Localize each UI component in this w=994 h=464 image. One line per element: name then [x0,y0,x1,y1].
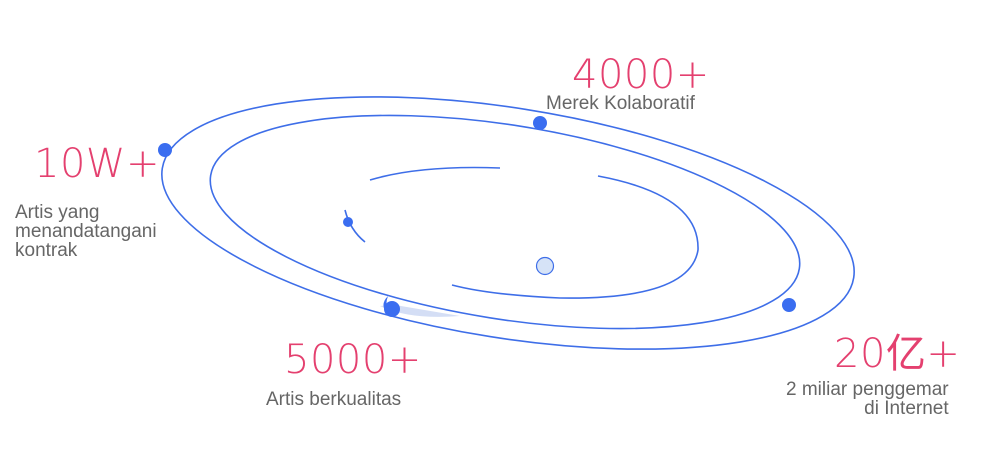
inner-orbit-arc-right [451,175,699,299]
stat-fans-value: 20亿+ [834,331,961,377]
planet-shadow [380,305,460,317]
node-fans [782,298,796,312]
node-artists-signed [158,143,172,157]
outer-orbit [161,96,855,350]
description-line: menandatangani [15,221,157,242]
inner-orbit-arc-left [344,209,366,243]
description-line: 2 miliar penggemar [786,379,949,400]
node-inner [343,217,353,227]
description-line: Artis yang [15,202,100,223]
stat-brands-description: Merek Kolaboratif [546,94,695,113]
description-line: di Internet [864,398,949,419]
center-node [535,256,555,276]
middle-orbit [209,114,801,330]
inner-orbit-arc-top-left [369,166,501,181]
stat-fans-description: 2 miliar penggemar di Internet [786,380,949,418]
description-line: kontrak [15,240,78,261]
description-line: Merek Kolaboratif [546,93,695,114]
stat-quality-artists-description: Artis berkualitas [266,390,401,409]
stat-brands-value: 4000+ [572,52,710,98]
node-quality-crescent [383,296,390,316]
node-brands [533,116,547,130]
stat-quality-artists-value: 5000+ [284,337,422,383]
stat-artists-signed-description: Artis yang menandatangani kontrak [15,203,157,260]
description-line: Artis berkualitas [266,389,402,410]
stat-artists-signed-value: 10W+ [34,141,160,187]
